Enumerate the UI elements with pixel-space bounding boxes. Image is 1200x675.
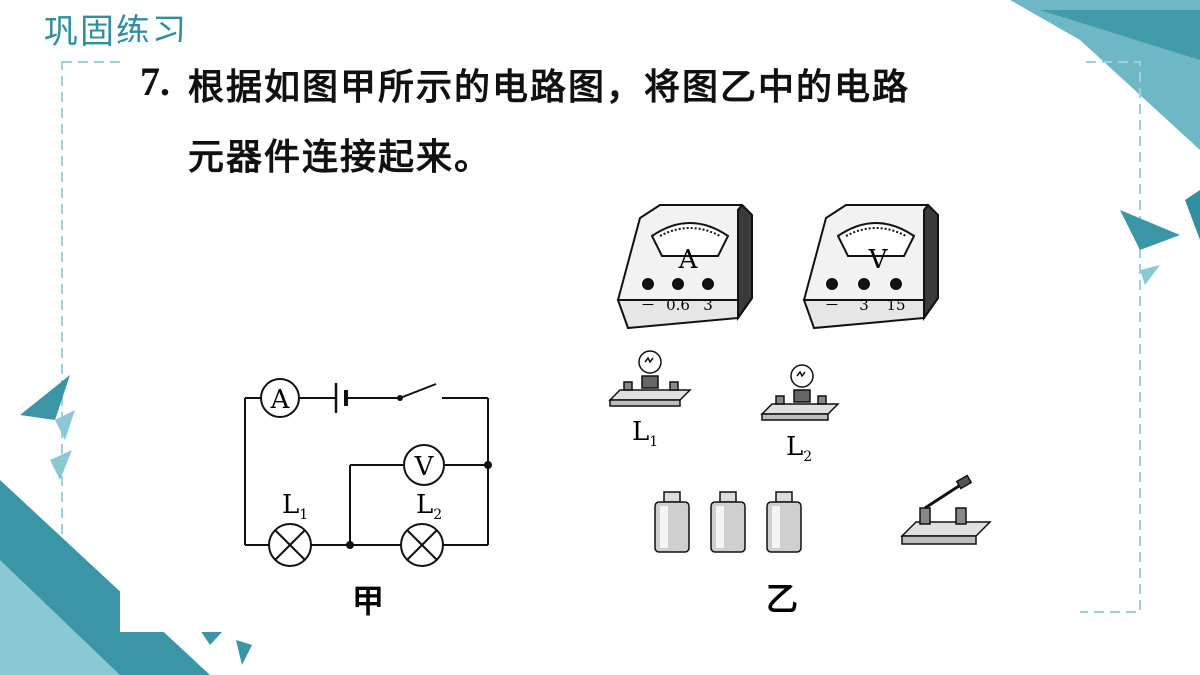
lamp2-label-yi: L2 <box>786 432 812 465</box>
lamp2-symbol-jia <box>400 523 444 567</box>
question-number: 7. <box>140 59 170 104</box>
ammeter-device <box>616 203 753 330</box>
junction-dot <box>346 541 354 549</box>
lamp2-label-jia: L2 <box>416 490 442 523</box>
triangle-deco <box>50 450 72 480</box>
voltmeter-terminal-neg: － <box>824 296 839 314</box>
ammeter-terminal-3: 3 <box>703 296 713 314</box>
voltmeter-terminal-3: 3 <box>859 296 869 314</box>
voltmeter-letter: V <box>868 245 889 275</box>
lamp1-symbol-jia <box>268 523 312 567</box>
voltmeter-symbol-jia: V <box>403 444 445 486</box>
ammeter-terminal-0.6: 0.6 <box>666 296 690 314</box>
battery-2 <box>710 491 746 553</box>
caption-jia: 甲 <box>352 582 384 620</box>
battery-3 <box>766 491 802 553</box>
lamp1-label-yi: L1 <box>632 417 658 450</box>
ammeter-letter: A <box>678 245 699 275</box>
circuit-diagram-jia <box>244 383 489 546</box>
top-right-stripes <box>1010 0 1200 150</box>
battery-1 <box>654 491 690 553</box>
triangle-deco <box>1140 265 1160 285</box>
voltmeter-terminal-15: 15 <box>886 296 905 314</box>
junction-dot <box>484 461 492 469</box>
lamp1-label-jia: L1 <box>282 490 308 523</box>
lamp1-device <box>608 350 692 407</box>
triangle-deco <box>1120 210 1180 250</box>
triangle-deco <box>200 630 222 645</box>
question-text-line2: 元器件连接起来。 <box>188 137 493 178</box>
triangle-deco <box>236 640 252 665</box>
triangle-deco <box>55 410 75 440</box>
triangle-deco <box>20 375 70 420</box>
switch-device <box>900 474 992 545</box>
voltmeter-device <box>802 203 939 330</box>
svg-text:V: V <box>414 452 435 482</box>
caption-yi: 乙 <box>766 580 798 618</box>
lamp2-device <box>760 364 840 421</box>
question-text-line1: 根据如图甲所示的电路图，将图乙中的电路 <box>188 67 911 108</box>
triangle-deco <box>1185 190 1200 240</box>
svg-text:A: A <box>270 385 291 415</box>
ammeter-symbol-jia: A <box>260 378 300 418</box>
ammeter-terminal-neg: － <box>640 296 655 314</box>
